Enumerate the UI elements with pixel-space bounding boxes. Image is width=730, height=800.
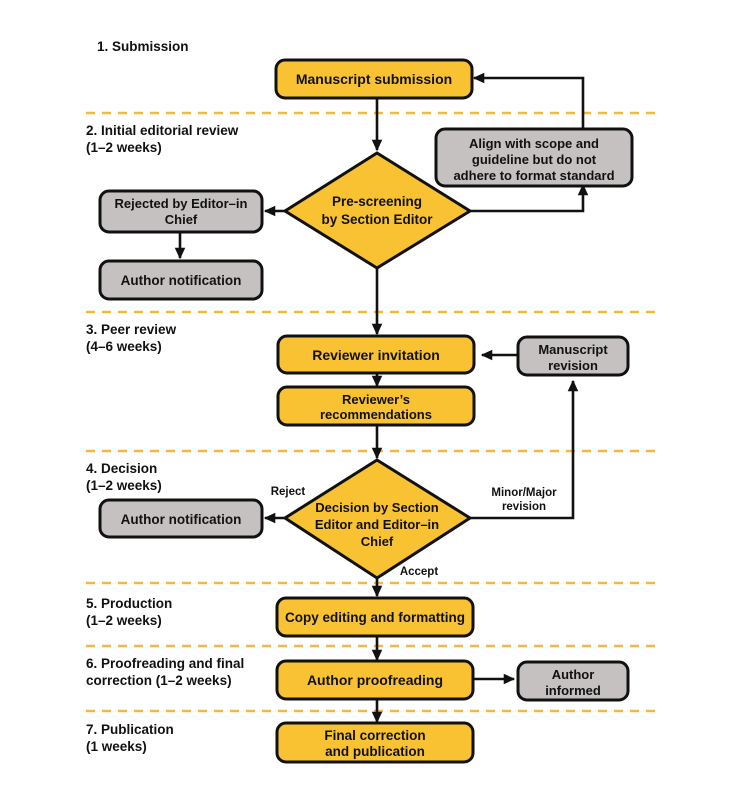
node-reviewers-recommendations[interactable]: Reviewer’s recommendations [276, 385, 476, 427]
section-label-2-line2: (1–2 weeks) [86, 140, 162, 155]
section-label-4-line2: (1–2 weeks) [86, 478, 162, 493]
node-final-correction-line2: and publication [325, 744, 425, 759]
node-align-with-scope-line3: adhere to format standard [453, 168, 614, 183]
node-reviewer-invitation-label: Reviewer invitation [312, 347, 440, 363]
node-reviewers-recommendations-line1: Reviewer’s [342, 392, 410, 407]
section-label-2-line1: 2. Initial editorial review [86, 123, 239, 138]
node-author-notification-1-label: Author notification [121, 273, 242, 288]
node-copy-editing-label: Copy editing and formatting [285, 610, 465, 625]
edge-label-minor-major-line1: Minor/Major [491, 487, 557, 499]
section-label-7-line1: 7. Publication [86, 722, 174, 737]
node-rejected-line2: Chief [165, 212, 198, 227]
node-decision-line2: Editor and Editor–in [315, 517, 439, 532]
node-final-correction[interactable]: Final correction and publication [275, 721, 475, 764]
node-decision-line3: Chief [361, 534, 394, 549]
node-decision-by-editors[interactable]: Decision by Section Editor and Editor–in… [282, 458, 473, 580]
edge-decision-to-revision [470, 379, 579, 520]
section-label-6-line1: 6. Proofreading and final [86, 656, 244, 671]
section-label-3-line2: (4–6 weeks) [86, 339, 162, 354]
section-label-1-line1: 1. Submission [97, 39, 189, 54]
node-manuscript-revision[interactable]: Manuscript revision [516, 335, 630, 377]
node-author-informed[interactable]: Author informed [516, 660, 630, 702]
node-author-informed-line2: informed [545, 683, 601, 698]
node-rejected-line1: Rejected by Editor–in [115, 196, 248, 211]
node-author-notification-1[interactable]: Author notification [98, 259, 264, 301]
edge-label-accept: Accept [400, 566, 439, 578]
node-author-proofreading[interactable]: Author proofreading [275, 659, 475, 701]
section-label-3-line1: 3. Peer review [86, 322, 177, 337]
node-manuscript-revision-line1: Manuscript [538, 342, 608, 357]
node-reviewers-recommendations-line2: recommendations [320, 407, 432, 422]
node-author-proofreading-label: Author proofreading [307, 672, 443, 688]
edge-label-reject: Reject [271, 486, 306, 498]
edge-prescreening-to-align [470, 183, 589, 213]
node-pre-screening[interactable]: Pre-screening by Section Editor [282, 151, 473, 270]
node-align-with-scope[interactable]: Align with scope and guideline but do no… [434, 127, 634, 188]
node-author-notification-2-label: Author notification [121, 512, 242, 527]
section-label-7-line2: (1 weeks) [86, 739, 147, 754]
node-pre-screening-line2: by Section Editor [321, 212, 433, 227]
node-author-notification-2[interactable]: Author notification [98, 498, 264, 539]
node-final-correction-line1: Final correction [324, 728, 425, 743]
node-manuscript-submission-label: Manuscript submission [296, 71, 452, 87]
node-align-with-scope-line2: guideline but do not [472, 152, 597, 167]
section-label-5-line1: 5. Production [86, 596, 172, 611]
node-decision-line1: Decision by Section [315, 500, 439, 515]
section-label-6-line2: correction (1–2 weeks) [86, 673, 232, 688]
node-author-informed-line1: Author [552, 667, 595, 682]
node-reviewer-invitation[interactable]: Reviewer invitation [276, 334, 476, 375]
node-copy-editing[interactable]: Copy editing and formatting [275, 596, 475, 638]
section-label-4-line1: 4. Decision [86, 461, 157, 476]
edge-label-minor-major-line2: revision [502, 501, 546, 513]
edge-align-to-submission [472, 72, 585, 131]
section-label-5-line2: (1–2 weeks) [86, 613, 162, 628]
node-manuscript-submission[interactable]: Manuscript submission [274, 58, 474, 100]
node-align-with-scope-line1: Align with scope and [469, 136, 599, 151]
node-pre-screening-line1: Pre-screening [332, 194, 422, 209]
node-manuscript-revision-line2: revision [548, 358, 598, 373]
node-rejected-by-editor-in-chief[interactable]: Rejected by Editor–in Chief [98, 189, 264, 234]
